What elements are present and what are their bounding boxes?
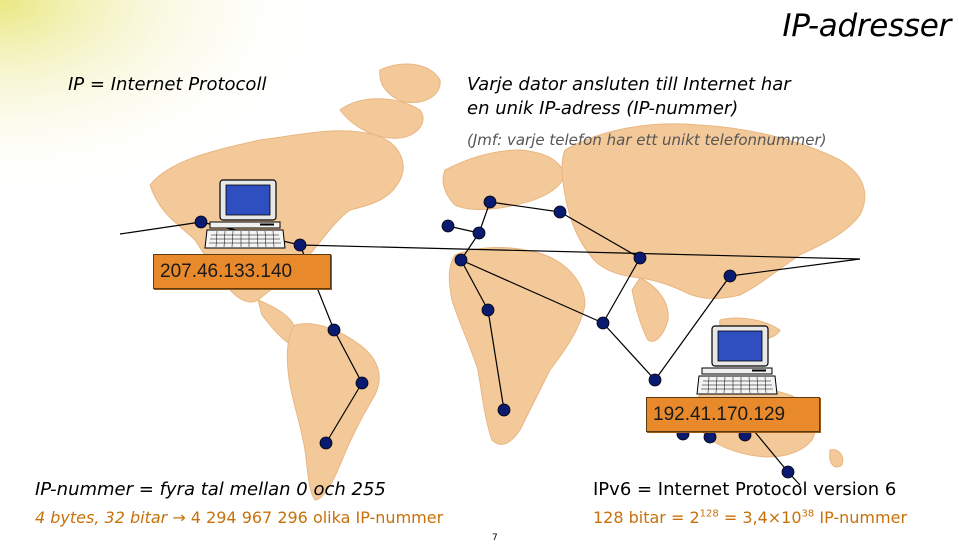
network-node-icon <box>781 465 795 479</box>
description-line-1: Varje dator ansluten till Internet har <box>467 74 791 95</box>
ipv6-definition: IPv6 = Internet Protocol version 6 <box>593 479 897 500</box>
network-node-icon <box>293 238 307 252</box>
protocol-heading: IP = Internet Protocoll <box>68 74 267 95</box>
network-node-icon <box>553 205 567 219</box>
page-number: 7 <box>492 533 498 543</box>
computer-icon <box>696 325 778 395</box>
network-node-icon <box>319 436 333 450</box>
network-node-icon <box>327 323 341 337</box>
network-node-icon <box>454 253 468 267</box>
computer-icon <box>204 179 286 249</box>
count-text: 4 294 967 296 olika IP-nummer <box>185 508 444 527</box>
ip-number-count: 4 bytes, 32 bitar → 4 294 967 296 olika … <box>35 508 443 527</box>
ip-label-second: 192.41.170.129 <box>646 397 820 432</box>
network-node-icon <box>483 195 497 209</box>
description-note: (Jmf: varje telefon har ett unikt telefo… <box>467 131 827 149</box>
arrow-right-icon: → <box>172 508 186 527</box>
ip-label-first: 207.46.133.140 <box>153 254 331 289</box>
ipv6-exponent-1: 128 <box>699 508 719 520</box>
network-node-icon <box>497 403 511 417</box>
description-line-2: en unik IP-adress (IP-nummer) <box>467 98 739 119</box>
network-node-icon <box>723 269 737 283</box>
ipv6-count-b: = 3,4×10 <box>718 508 802 527</box>
network-node-icon <box>481 303 495 317</box>
network-node-icon <box>633 251 647 265</box>
network-node-icon <box>355 376 369 390</box>
ip-number-definition: IP-nummer = fyra tal mellan 0 och 255 <box>35 479 386 500</box>
slide-title: IP-adresser <box>782 8 951 44</box>
bits-text: 4 bytes, 32 bitar <box>35 508 168 527</box>
network-node-icon <box>194 215 208 229</box>
network-node-icon <box>441 219 455 233</box>
network-node-icon <box>703 430 717 444</box>
network-node-icon <box>596 316 610 330</box>
ipv6-exponent-2: 38 <box>801 508 815 520</box>
network-nodes <box>194 195 795 479</box>
ipv6-count-a: 128 bitar = 2 <box>593 508 700 527</box>
network-node-icon <box>472 226 486 240</box>
ipv6-count: 128 bitar = 2128 = 3,4×1038 IP-nummer <box>593 508 907 527</box>
ipv6-count-c: IP-nummer <box>814 508 908 527</box>
network-node-icon <box>648 373 662 387</box>
